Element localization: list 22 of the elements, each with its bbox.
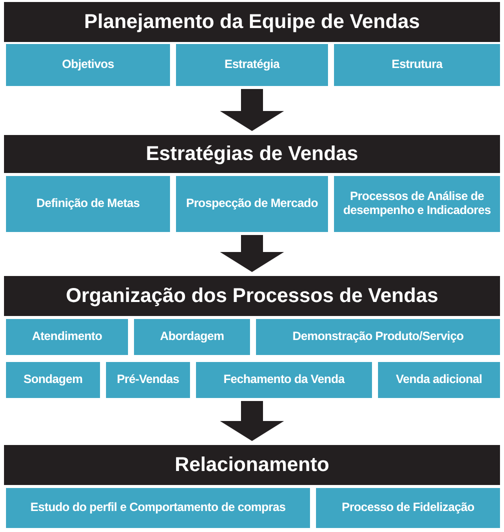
topic-box: Demonstração Produto/Serviço xyxy=(256,319,500,355)
topic-box: Fechamento da Venda xyxy=(196,362,372,398)
topic-box: Definição de Metas xyxy=(6,176,170,232)
topic-box: Estratégia xyxy=(176,44,328,86)
topic-box: Estudo do perfil e Comportamento de compras xyxy=(6,488,310,528)
stage-header-bar: Relacionamento xyxy=(4,445,500,485)
stage-header-bar: Planejamento da Equipe de Vendas xyxy=(4,2,500,42)
topic-box: Venda adicional xyxy=(378,362,500,398)
topic-box: Abordagem xyxy=(134,319,250,355)
topic-box: Estrutura xyxy=(334,44,500,86)
topic-box: Prospecção de Mercado xyxy=(176,176,328,232)
topic-box: Pré-Vendas xyxy=(106,362,190,398)
topic-box: Processos de Análise de desempenho e Indicadores xyxy=(334,176,500,232)
block-arrow xyxy=(220,235,284,272)
stage-header-bar: Estratégias de Vendas xyxy=(4,135,500,173)
topic-box: Sondagem xyxy=(6,362,100,398)
topic-box: Processo de Fidelização xyxy=(316,488,500,528)
topic-box: Atendimento xyxy=(6,319,128,355)
stage-header-bar: Organização dos Processos de Vendas xyxy=(4,276,500,316)
block-arrow xyxy=(220,401,284,441)
topic-box: Objetivos xyxy=(6,44,170,86)
block-arrow xyxy=(220,89,284,131)
